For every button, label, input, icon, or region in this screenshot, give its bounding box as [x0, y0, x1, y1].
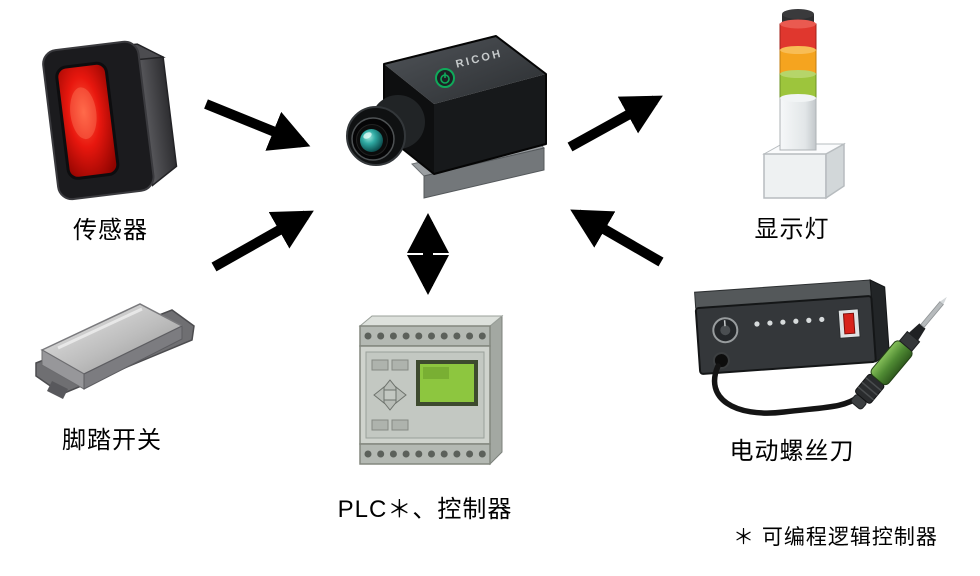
screwdriver-label: 电动螺丝刀	[729, 438, 855, 465]
arrow-foot-switch-to-camera	[211, 210, 314, 272]
plc-node	[340, 312, 510, 482]
indicator-light-label: 显示灯	[754, 216, 830, 243]
power-cable	[711, 363, 863, 416]
arrow-sensor-to-camera	[204, 99, 311, 151]
sensor-body	[42, 40, 178, 201]
indicator-light-illustration	[762, 9, 846, 200]
controller-led-row	[754, 316, 825, 327]
lamp-tower	[779, 9, 817, 151]
screwdriver-tool	[850, 296, 947, 410]
controller-knob	[712, 317, 739, 344]
controller-box	[694, 279, 890, 375]
lamp-base	[763, 142, 845, 200]
screwdriver-node	[676, 278, 976, 443]
sensor-light-window	[55, 61, 120, 180]
arrow-camera-to-indicator-light	[567, 95, 663, 152]
camera-lens	[346, 95, 425, 166]
plc-label: PLC＊、控制器	[337, 496, 513, 523]
plc-keypad	[373, 379, 407, 411]
lamp-green-segment	[779, 70, 817, 99]
lamp-amber-segment	[779, 46, 817, 75]
plc-illustration	[358, 314, 504, 466]
controller-power-switch	[837, 308, 861, 339]
camera-body: RICOH	[383, 35, 547, 175]
camera-power-led	[435, 68, 455, 88]
sensor-node	[28, 22, 193, 212]
camera-node: RICOH	[328, 18, 548, 213]
foot-switch-illustration	[35, 303, 195, 399]
camera-illustration: RICOH	[346, 35, 547, 199]
sensor-illustration	[42, 40, 178, 201]
lamp-red-segment	[779, 19, 817, 51]
sensor-label: 传感器	[73, 217, 148, 244]
lamp-pole	[779, 94, 817, 151]
foot-switch-body	[35, 303, 195, 399]
plc-screen	[416, 360, 478, 406]
screwdriver-illustration	[694, 279, 947, 416]
footnote: ＊ 可编程逻辑控制器	[733, 526, 938, 549]
arrow-screwdriver-to-camera	[570, 209, 664, 267]
indicator-light-node	[732, 6, 852, 211]
foot-switch-node	[22, 288, 202, 418]
foot-switch-label: 脚踏开关	[62, 427, 162, 454]
